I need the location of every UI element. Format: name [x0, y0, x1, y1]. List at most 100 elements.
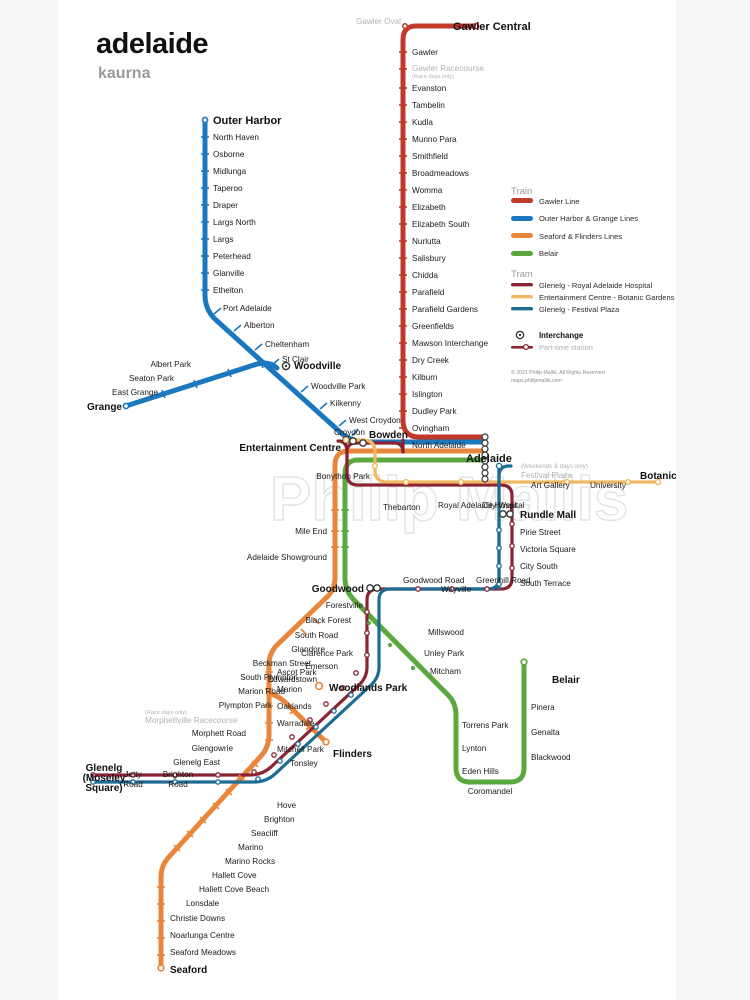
- label-dry-creek: Dry Creek: [412, 356, 450, 365]
- label-woodville-park: Woodville Park: [311, 382, 366, 391]
- map-card: adelaide kaurna Philip Mallis: [58, 0, 676, 1000]
- belair-city-ticks: [341, 509, 349, 548]
- label-marion: Marion: [277, 685, 302, 694]
- label-greenfields: Greenfields: [412, 322, 454, 331]
- station-gawler-central: [472, 22, 480, 30]
- belair-dots: [366, 620, 527, 785]
- legend-label-glenelg-rah: Glenelg - Royal Adelaide Hospital: [539, 281, 652, 290]
- label-kudla: Kudla: [412, 118, 433, 127]
- seaford-ticks: [157, 509, 339, 956]
- grange-line-path: [123, 360, 280, 409]
- legend-train-item-1: Outer Harbor & Grange Lines: [511, 214, 638, 223]
- label-gawler-oval: Gawler Oval: [356, 17, 401, 26]
- label-glanville: Glanville: [213, 269, 245, 278]
- label-alberton: Alberton: [244, 321, 275, 330]
- label-parafield: Parafield: [412, 288, 445, 297]
- legend-label-glenelg-festival: Glenelg - Festival Plaza: [539, 305, 620, 314]
- label-mitcham: Mitcham: [430, 667, 461, 676]
- label-flinders: Flinders: [333, 749, 372, 760]
- label-gawler: Gawler: [412, 48, 438, 57]
- label-jetty-road-1: Jetty: [124, 770, 142, 779]
- label-ovingham: Ovingham: [412, 424, 449, 433]
- label-albert-park: Albert Park: [151, 360, 192, 369]
- label-islington: Islington: [412, 390, 443, 399]
- label-seaford-meadows: Seaford Meadows: [170, 948, 236, 957]
- label-goodwood: Goodwood: [312, 584, 364, 595]
- label-elizabeth: Elizabeth: [412, 203, 446, 212]
- label-adelaide-showground: Adelaide Showground: [247, 553, 328, 562]
- label-mawson-interchange: Mawson Interchange: [412, 339, 488, 348]
- grange-ticks: [161, 359, 264, 399]
- label-oaklands: Oaklands: [277, 702, 312, 711]
- label-belair: Belair: [552, 675, 580, 686]
- label-royal-adelaide-hospital-1: Royal Adelaide Hospital: [438, 501, 525, 510]
- label-smithfield: Smithfield: [412, 152, 448, 161]
- label-mile-end: Mile End: [295, 527, 327, 536]
- label-osborne: Osborne: [213, 150, 245, 159]
- flinders-ticks: [289, 707, 313, 731]
- label-east-grange: East Grange: [112, 388, 158, 397]
- seaford-line-path: [158, 448, 485, 971]
- label-tonsley: Tonsley: [290, 759, 319, 768]
- gawler-ticks: [399, 51, 407, 429]
- station-seaford: [157, 964, 165, 972]
- interchange-adelaide: [481, 433, 489, 483]
- label-elizabeth-south: Elizabeth South: [412, 220, 470, 229]
- label-glandore: Glandore: [291, 645, 325, 654]
- legend-tram-item-2: Glenelg - Festival Plaza: [511, 305, 620, 314]
- label-largs: Largs: [213, 235, 233, 244]
- label-womma: Womma: [412, 186, 443, 195]
- legend-label-interchange: Interchange: [539, 331, 584, 340]
- label-gawler-racecourse: Gawler Racecourse: [412, 64, 484, 73]
- label-morphett-road: Morphett Road: [192, 729, 247, 738]
- station-belair: [520, 658, 528, 666]
- label-gawler-central: Gawler Central: [453, 21, 531, 33]
- label-adelaide: Adelaide: [466, 453, 512, 465]
- watermark: Philip Mallis: [270, 465, 628, 534]
- label-greenhill-road: Greenhill Road: [476, 576, 531, 585]
- label-seaton-park: Seaton Park: [129, 374, 175, 383]
- interchange-entertainment-centre-2: [349, 437, 357, 445]
- label-beckman-street: Beckman Street: [253, 659, 312, 668]
- label-warradale: Warradale: [277, 719, 315, 728]
- label-taperoo: Taperoo: [213, 184, 243, 193]
- page-title: adelaide: [96, 28, 208, 60]
- label-hallett-cove-beach: Hallett Cove Beach: [199, 885, 270, 894]
- label-botanic-gardens: Botanic Gardens: [640, 471, 676, 482]
- legend-label-gawler: Gawler Line: [539, 197, 580, 206]
- label-plympton-park: Plympton Park: [219, 701, 273, 710]
- tram-glenelg-festival-stops: [90, 462, 503, 785]
- label-city-west: City West: [482, 501, 518, 510]
- label-emerson: Emerson: [305, 662, 338, 671]
- label-parafield-gardens: Parafield Gardens: [412, 305, 478, 314]
- label-largs-north: Largs North: [213, 218, 256, 227]
- interchange-rundle-mall: [499, 510, 507, 518]
- label-torrens-park: Torrens Park: [462, 721, 509, 730]
- legend-train-item-2: Seaford & Flinders Lines: [511, 232, 622, 241]
- station-markers: [90, 22, 662, 972]
- label-south-road: South Road: [295, 631, 339, 640]
- label-seacliff: Seacliff: [251, 829, 278, 838]
- label-south-terrace: South Terrace: [520, 579, 571, 588]
- label-peterhead: Peterhead: [213, 252, 251, 261]
- label-forestville: Forestville: [326, 601, 364, 610]
- outer-harbor-ticks: [201, 136, 209, 291]
- label-brighton: Brighton: [264, 815, 295, 824]
- legend-train-item-3: Belair: [511, 249, 559, 258]
- label-edwardstown: Edwardstown: [268, 675, 318, 684]
- label-coromandel: Coromandel: [468, 787, 513, 796]
- page-subtitle: kaurna: [98, 65, 151, 82]
- legend-label-parttime: Part-time station: [539, 343, 593, 352]
- interchange-rundle-mall-2: [506, 510, 514, 518]
- belair-line-path: [342, 457, 527, 785]
- label-rundle-mall: Rundle Mall: [520, 510, 576, 521]
- adelaide-transit-map: adelaide kaurna Philip Mallis: [83, 17, 676, 976]
- label-marino: Marino: [238, 843, 263, 852]
- label-outer-harbor: Outer Harbor: [213, 115, 282, 127]
- label-grange: Grange: [87, 402, 122, 413]
- label-munno-para: Munno Para: [412, 135, 457, 144]
- label-broadmeadows: Broadmeadows: [412, 169, 469, 178]
- label-bonython-park: Bonython Park: [316, 472, 371, 481]
- label-weekends-note: (Weekends & days only): [521, 463, 588, 470]
- legend-tram-heading: Tram: [511, 269, 533, 280]
